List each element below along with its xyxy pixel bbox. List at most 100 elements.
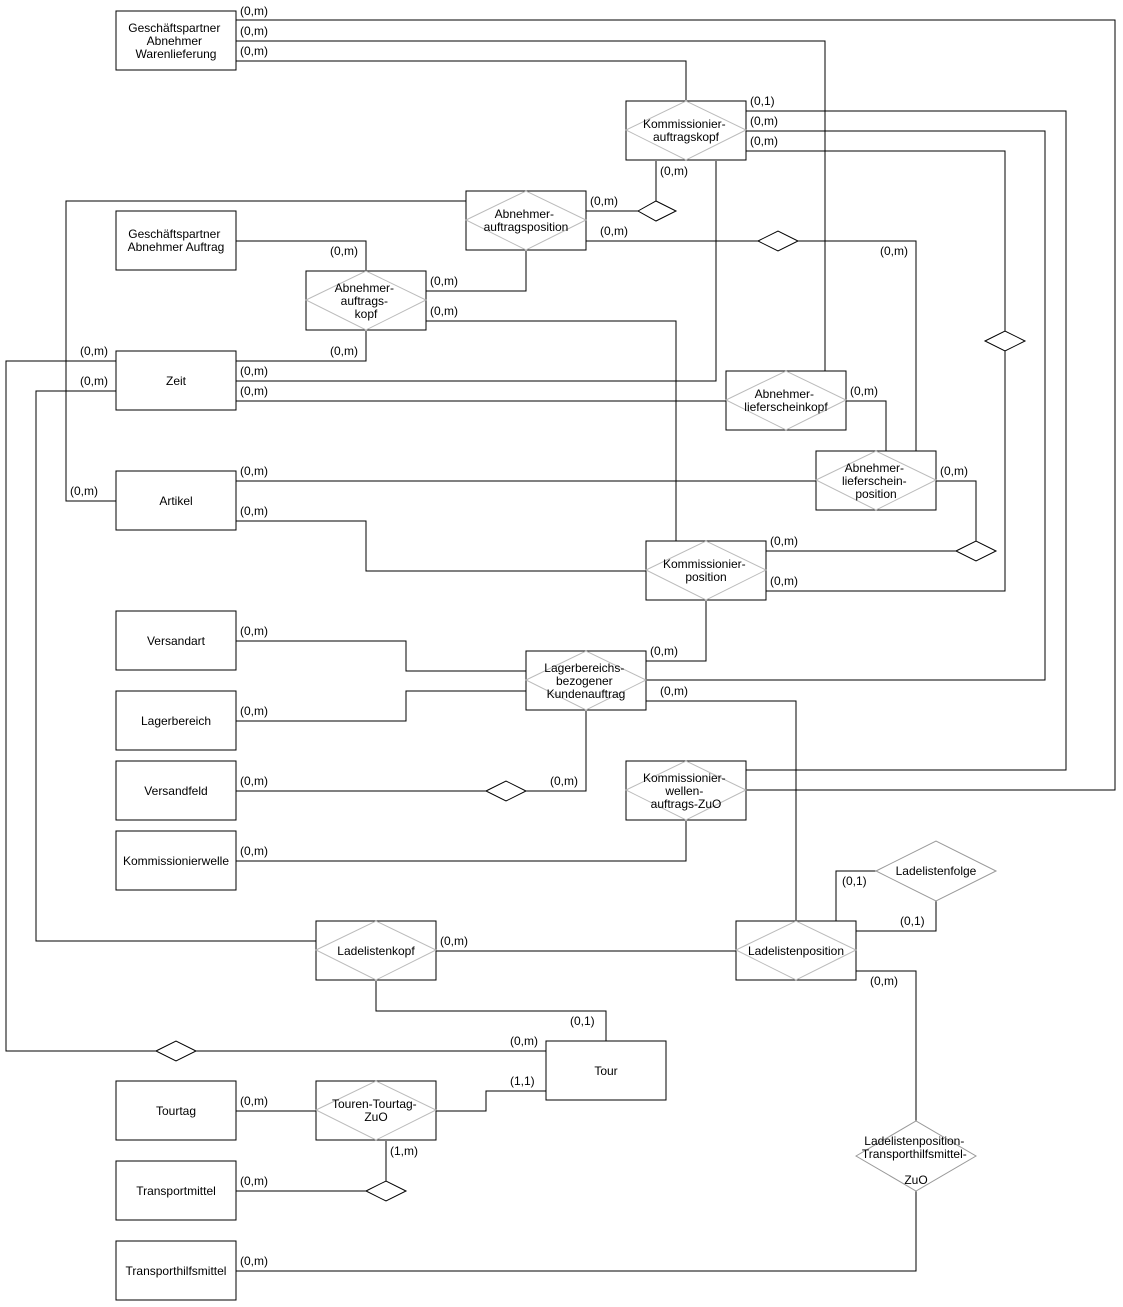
- relationship-ladelistenfolge: [874, 840, 998, 902]
- cardinality-label: (0,m): [660, 684, 688, 698]
- cardinality-label: (0,m): [240, 1094, 268, 1108]
- label-ladelistenfolge: Ladelistenfolge: [896, 864, 977, 878]
- cardinality-label: (0,m): [440, 934, 468, 948]
- labeled-relationships: [855, 840, 998, 1192]
- cardinality-label: (0,m): [240, 464, 268, 478]
- line-d-lbka: [526, 711, 587, 792]
- cardinality-label: (0,m): [750, 114, 778, 128]
- cardinality-label: (0,m): [880, 244, 908, 258]
- cardinality-label: (0,m): [240, 704, 268, 718]
- line-d3-alp: [798, 240, 917, 451]
- label-ladelistenposition-thm-zuo: Ladelistenposition- Transporthilfsmittel…: [862, 1134, 970, 1187]
- entity-boxes: [115, 10, 667, 1301]
- line-aap-aak: [426, 251, 527, 292]
- line-llk-tour: [375, 981, 607, 1041]
- cardinality-label: (0,m): [430, 304, 458, 318]
- line-artikel-kp: [236, 520, 646, 572]
- line-gpw-kwaz: [236, 19, 1116, 791]
- relationship-diamond: [983, 330, 1027, 352]
- cardinality-label: (0,1): [900, 914, 925, 928]
- line-aak-kp: [426, 320, 677, 541]
- assoc-lagerbereichs-kundenauftrag: [524, 650, 648, 711]
- cardinality-label: (1,m): [390, 1144, 418, 1158]
- line-kak-diamond: [746, 150, 1006, 331]
- label-abnehmerlieferscheinposition: Abnehmer- lieferschein- position: [842, 461, 910, 501]
- cardinality-label: (0,m): [510, 1034, 538, 1048]
- cardinality-label: (0,1): [750, 94, 775, 108]
- cardinality-label: (0,m): [240, 364, 268, 378]
- assoc-abnehmerauftragskopf: [304, 270, 428, 331]
- line-kak-kwaz: [746, 110, 1067, 771]
- assoc-kommissionierauftragskopf: [624, 100, 748, 161]
- line-lbka-llp: [646, 700, 797, 921]
- cardinality-label: (0,m): [850, 384, 878, 398]
- cardinality-label: (0,1): [570, 1014, 595, 1028]
- associative-entities: [304, 100, 938, 1141]
- label-kommissionierwelle: Kommissionierwelle: [123, 854, 229, 868]
- label-transporthilfsmittel: Transporthilfsmittel: [126, 1264, 227, 1278]
- cardinality-label: (1,1): [510, 1074, 535, 1088]
- label-gp-warenlieferung: Geschäftspartner Abnehmer Warenlieferung: [128, 21, 223, 61]
- label-gp-auftrag: Geschäftspartner Abnehmer Auftrag: [128, 227, 225, 254]
- line-zeit-d-tour: [5, 360, 156, 1052]
- cardinality-label: (0,m): [80, 374, 108, 388]
- line-tour-ttz: [436, 1090, 546, 1112]
- line-llp-llf-2: [856, 901, 937, 932]
- cardinality-label: (0,m): [650, 644, 678, 658]
- line-diamond-kp: [766, 351, 1006, 592]
- cardinality-label: (0,m): [430, 274, 458, 288]
- label-versandfeld: Versandfeld: [144, 784, 207, 798]
- cardinality-label: (0,m): [80, 344, 108, 358]
- label-zeit: Zeit: [166, 374, 187, 388]
- entity-labels: Geschäftspartner Abnehmer Warenlieferung…: [123, 21, 977, 1278]
- connection-lines: [5, 19, 1116, 1272]
- cardinality-label: (0,m): [240, 4, 268, 18]
- cardinality-label: (0,m): [870, 974, 898, 988]
- relationship-diamond: [756, 230, 800, 252]
- cardinality-label: (0,m): [240, 24, 268, 38]
- line-thmz-thm: [236, 1191, 917, 1272]
- relationship-diamond: [484, 780, 528, 802]
- relationship-diamonds: [154, 200, 1027, 1202]
- label-lagerbereichs-kundenauftrag: Lagerbereichs- bezogener Kundenauftrag: [544, 661, 627, 701]
- label-artikel: Artikel: [159, 494, 192, 508]
- cardinality-label: (0,m): [240, 624, 268, 638]
- line-aap-artikel: [65, 200, 466, 502]
- line-aak-zeit: [236, 331, 367, 362]
- line-kw-kwaz: [236, 821, 687, 862]
- line-kak-lbka: [646, 130, 1046, 681]
- label-ladelistenposition: Ladelistenposition: [748, 944, 844, 958]
- entity-transporthilfsmittel: [115, 1240, 237, 1301]
- entity-tour: [545, 1040, 667, 1101]
- assoc-ladelistenposition: [734, 920, 858, 981]
- line-alk-alp: [846, 400, 887, 451]
- relationship-diamond: [636, 200, 678, 222]
- assoc-kommissionierwellenauftrags-zuo: [624, 760, 748, 821]
- cardinality-label: (0,m): [70, 484, 98, 498]
- label-transportmittel: Transportmittel: [136, 1184, 216, 1198]
- cardinality-label: (0,m): [660, 164, 688, 178]
- label-ladelistenkopf: Ladelistenkopf: [337, 944, 415, 958]
- line-kp-lbka: [646, 601, 707, 662]
- cardinality-label: (0,m): [330, 244, 358, 258]
- label-abnehmerauftragskopf: Abnehmer- auftrags- kopf: [335, 281, 398, 321]
- cardinality-label: (0,m): [240, 774, 268, 788]
- assoc-kommissionierposition: [644, 540, 768, 601]
- cardinality-label: (0,m): [770, 534, 798, 548]
- line-kak-zeit: [236, 161, 717, 382]
- label-tour: Tour: [594, 1064, 617, 1078]
- label-versandart: Versandart: [147, 634, 206, 648]
- label-kommissionierposition: Kommissionier- position: [663, 557, 749, 584]
- line-llp-llf-1: [835, 870, 876, 921]
- label-tourtag: Tourtag: [156, 1104, 196, 1118]
- cardinality-label: (0,m): [240, 1254, 268, 1268]
- cardinality-labels: (0,m) (0,m) (0,m) (0,1) (0,m) (0,m) (0,m…: [70, 4, 968, 1268]
- cardinality-label: (0,m): [240, 504, 268, 518]
- relationship-diamond: [154, 1040, 198, 1062]
- relationship-ladelistenposition-thm-zuo: [855, 1120, 977, 1192]
- cardinality-label: (0,m): [770, 574, 798, 588]
- entity-tourtag: [115, 1080, 237, 1141]
- label-abnehmerlieferscheinkopf: Abnehmer- lieferscheinkopf: [744, 387, 828, 414]
- entity-lagerbereich: [115, 690, 237, 751]
